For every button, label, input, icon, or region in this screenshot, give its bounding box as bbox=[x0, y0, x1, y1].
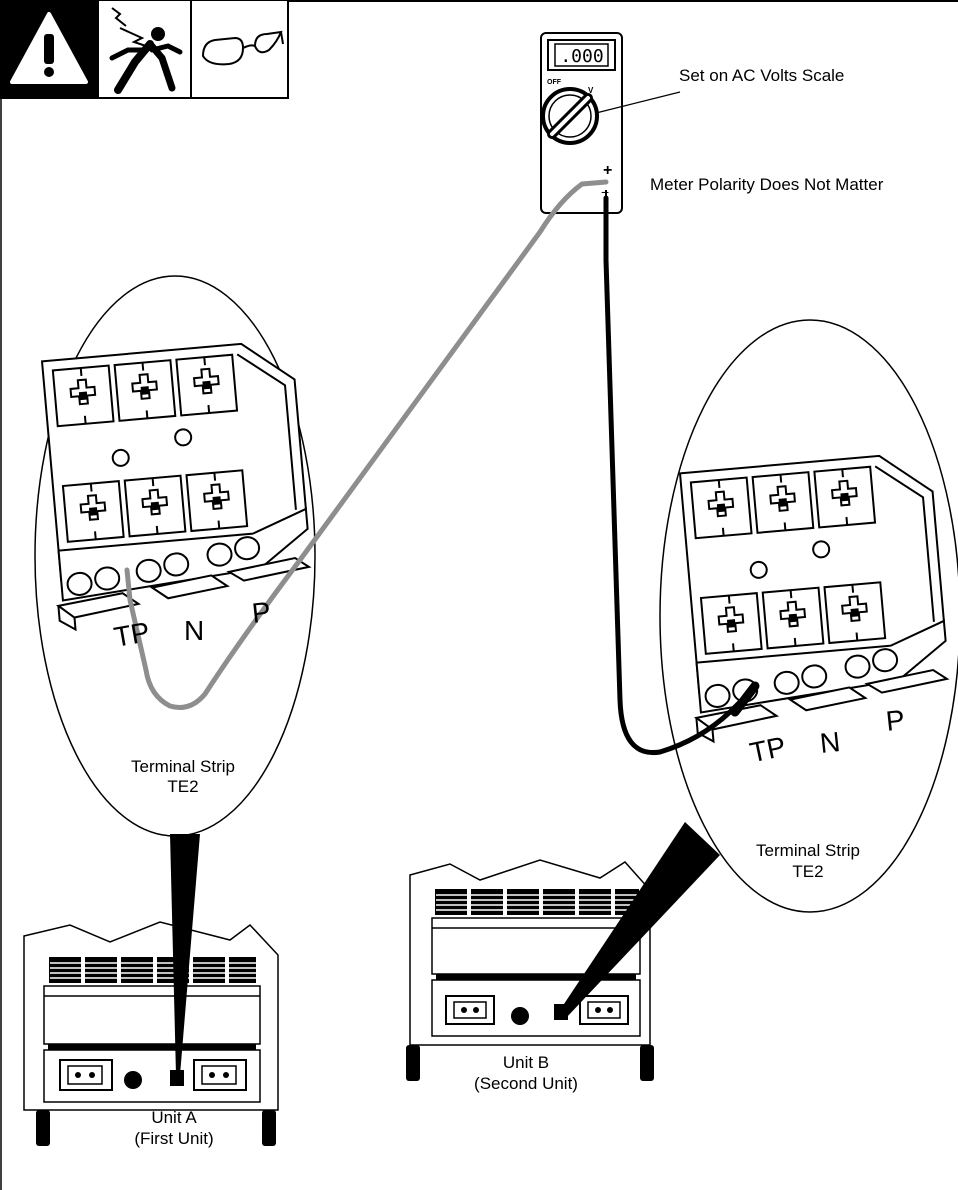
meter-polarity-note: Meter Polarity Does Not Matter bbox=[650, 175, 883, 195]
strip-b-p-label: P bbox=[884, 705, 906, 737]
meter-plus-terminal: + bbox=[603, 162, 612, 179]
strip-b-n-label: N bbox=[818, 727, 841, 759]
strip-b-title: Terminal Strip bbox=[756, 841, 860, 861]
unit-a-name: Unit A bbox=[151, 1108, 196, 1128]
meter-scale-note: Set on AC Volts Scale bbox=[679, 66, 844, 86]
meter-off-label: OFF bbox=[547, 79, 562, 86]
strip-a-tp-label: TP bbox=[112, 617, 152, 653]
unit-b-name: Unit B bbox=[503, 1053, 549, 1073]
strip-a-p-label: P bbox=[250, 597, 272, 629]
electric-shock-icon bbox=[98, 0, 191, 98]
meter-display-readout: .000 bbox=[560, 46, 603, 67]
unit-a-sub: (First Unit) bbox=[134, 1129, 213, 1149]
safety-glasses-icon bbox=[191, 0, 288, 98]
strip-a-n-label: N bbox=[184, 616, 204, 646]
unit-b-drawing bbox=[406, 860, 654, 1081]
warning-triangle-icon bbox=[0, 0, 98, 98]
unit-b-sub: (Second Unit) bbox=[474, 1074, 578, 1094]
strip-a-id: TE2 bbox=[167, 777, 198, 797]
meter-v-label: V bbox=[588, 86, 594, 95]
meter-minus-terminal: − bbox=[601, 182, 609, 202]
strip-b-id: TE2 bbox=[792, 862, 823, 882]
strip-a-title: Terminal Strip bbox=[131, 757, 235, 777]
